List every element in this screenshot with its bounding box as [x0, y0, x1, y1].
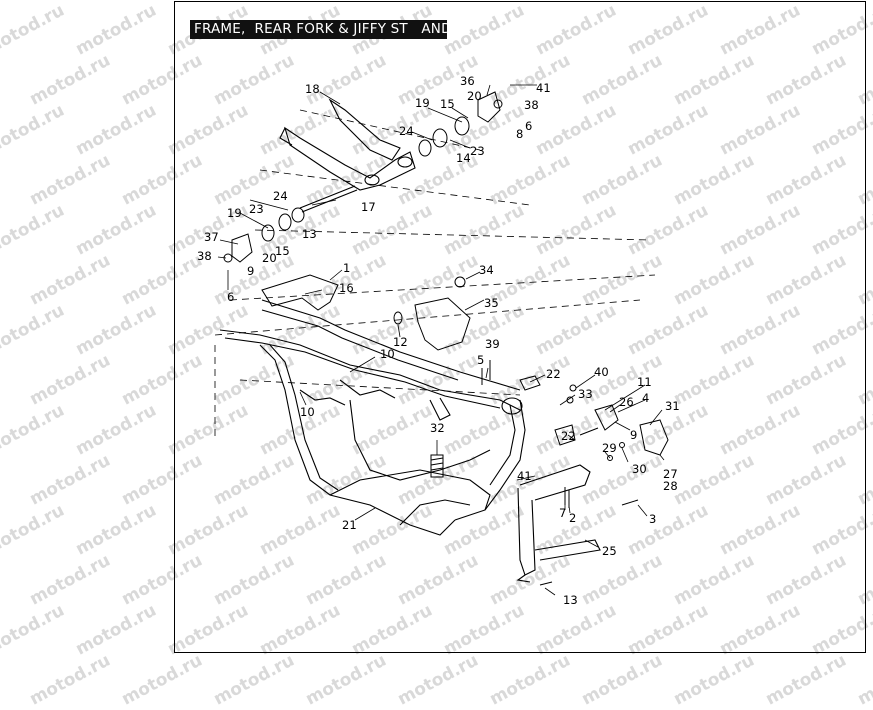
callout-30: 30	[632, 462, 647, 476]
watermark-text: motod.ru	[670, 650, 758, 710]
callout-39: 39	[485, 337, 500, 351]
callout-28: 28	[663, 479, 678, 493]
diagram-border	[174, 1, 866, 653]
callout-36: 34	[479, 263, 494, 277]
watermark-text: motod.ru	[854, 650, 873, 710]
alignment-lines	[214, 109, 656, 440]
callout-20: 20	[262, 251, 277, 265]
watermark-text: motod.ru	[578, 650, 666, 710]
callout-17: 17	[361, 200, 376, 214]
callout-27: 27	[663, 467, 678, 481]
callout-10: 10	[300, 405, 315, 419]
callout-26: 26	[619, 395, 634, 409]
main-frame	[219, 299, 526, 536]
callout-labels: 18 36 41 20 38 19 15 6 8 24 23 14 17 24 …	[197, 74, 680, 607]
leader-lines	[217, 84, 665, 596]
watermark-text: motod.ru	[26, 650, 114, 710]
callout-19: 19	[415, 96, 430, 110]
callout-6: 6	[227, 290, 234, 304]
callout-6: 6	[525, 119, 532, 133]
watermark-text: motod.ru	[394, 650, 482, 710]
jiffy-stand	[516, 464, 601, 583]
watermark-text: motod.ru	[762, 650, 850, 710]
callout-34: 33	[578, 387, 593, 401]
callout-1: 1	[343, 261, 350, 275]
callout-29: 29	[602, 441, 617, 455]
callout-13: 14	[456, 151, 471, 165]
watermark-text: motod.ru	[210, 650, 298, 710]
callout-13: 13	[302, 227, 317, 241]
callout-35: 32	[430, 421, 445, 435]
callout-8: 8	[516, 127, 523, 141]
callout-10: 10	[380, 347, 395, 361]
callout-7: 7	[559, 506, 566, 520]
callout-9: 9	[630, 428, 637, 442]
callout-37: 35	[484, 296, 499, 310]
diagram-title: FRAME, REAR FORK & JIFFY ST AND	[190, 20, 451, 39]
callout-3: 3	[649, 512, 656, 526]
callout-2: 2	[569, 511, 576, 525]
callout-18: 18	[305, 82, 320, 96]
callout-38: 38	[197, 249, 212, 263]
part-37-cover	[414, 297, 471, 351]
callout-40: 40	[594, 365, 609, 379]
callout-20: 20	[467, 89, 482, 103]
callout-8: 9	[247, 264, 254, 278]
callout-22: 22	[561, 429, 576, 443]
callout-14: 12	[393, 335, 408, 349]
callout-4: 4	[642, 391, 649, 405]
callout-12: 13	[563, 593, 578, 607]
callout-19: 19	[227, 206, 242, 220]
callout-5: 5	[477, 353, 484, 367]
callout-41: 41	[536, 81, 551, 95]
callout-33: 37	[204, 230, 219, 244]
pivot-hardware-right	[418, 91, 503, 157]
watermark-text: motod.ru	[302, 650, 390, 710]
callout-15: 15	[275, 244, 290, 258]
callout-23: 23	[249, 202, 264, 216]
callout-38: 38	[524, 98, 539, 112]
callout-15: 15	[440, 97, 455, 111]
callout-23: 23	[470, 144, 485, 158]
callout-24: 24	[399, 124, 414, 138]
callout-24: 24	[273, 189, 288, 203]
callout-22: 22	[546, 367, 561, 381]
part-36-grommet	[454, 276, 466, 288]
callout-25: 25	[602, 544, 617, 558]
rear-fork	[279, 98, 416, 213]
watermark-text: motod.ru	[486, 650, 574, 710]
exploded-parts-diagram: 18 36 41 20 38 19 15 6 8 24 23 14 17 24 …	[197, 74, 680, 607]
callout-31: 31	[665, 399, 680, 413]
callout-11: 11	[637, 375, 652, 389]
part-14-bushing	[393, 311, 403, 325]
part-16-bracket	[261, 274, 339, 311]
watermark-text: motod.ru	[118, 650, 206, 710]
stand-hardware	[481, 360, 669, 586]
callout-41: 41	[517, 469, 532, 483]
callout-16: 16	[339, 281, 354, 295]
callout-32: 36	[460, 74, 475, 88]
callout-21: 21	[342, 518, 357, 532]
